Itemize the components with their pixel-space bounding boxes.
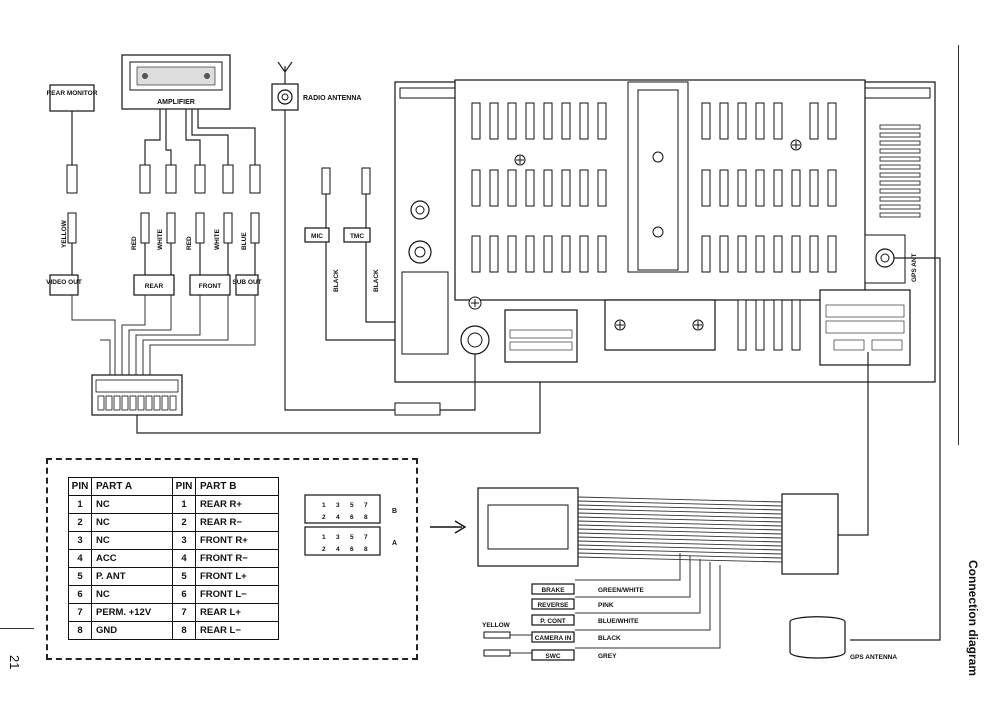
yellow-label: YELLOW — [61, 219, 68, 248]
rca-cables: YELLOW VIDEO OUT RED WHITE RED WHITE BLU… — [46, 109, 262, 375]
white-label-2: WHITE — [214, 228, 221, 250]
rear-monitor-label: REAR MONITOR — [47, 90, 98, 97]
pin-table-header: PIN PART A PIN PART B — [68, 477, 279, 496]
white-label-1: WHITE — [157, 228, 164, 250]
header-pin-b: PIN — [172, 477, 196, 496]
svg-text:6: 6 — [350, 514, 354, 521]
rca-connector-block — [91, 362, 541, 434]
page-number: 21 — [7, 655, 22, 670]
gps-ant-label: GPS ANT — [911, 253, 918, 282]
reverse-wire-label: REVERSE — [537, 602, 569, 609]
page-rule — [0, 628, 34, 629]
svg-text:1: 1 — [322, 534, 326, 541]
arrow-icon — [430, 520, 467, 534]
brake-wire-color: GREEN/WHITE — [598, 587, 645, 594]
header-part-a: PART A — [91, 477, 173, 496]
amplifier-label: AMPLIFIER — [157, 99, 195, 106]
brake-wire-label: BRAKE — [541, 587, 565, 594]
sub-out-label: SUB OUT — [232, 279, 261, 286]
svg-text:5: 5 — [350, 534, 354, 541]
rear-monitor: REAR MONITOR — [47, 84, 98, 112]
tmc-label: TMC — [350, 233, 364, 240]
black-label-2: BLACK — [373, 269, 380, 292]
gps-antenna: GPS ANTENNA — [789, 257, 941, 661]
page-title: Connection diagram — [966, 560, 980, 677]
head-unit-rear: GPS ANT — [394, 79, 936, 416]
side-rule — [958, 45, 959, 445]
pcont-wire-color: BLUE/WHITE — [598, 618, 639, 625]
main-harness: BRAKE GREEN/WHITE REVERSE PINK P. CONT B… — [477, 487, 839, 661]
amplifier: AMPLIFIER — [121, 54, 231, 110]
iso-connector-pinout: B A 1 3 5 7 2 4 6 8 1 3 5 7 2 4 6 8 — [304, 494, 397, 556]
svg-text:2: 2 — [322, 546, 326, 553]
svg-text:3: 3 — [336, 534, 340, 541]
pins-bottom: 1 3 5 7 2 4 6 8 — [322, 534, 368, 553]
header-pin-a: PIN — [68, 477, 92, 496]
red-label-2: RED — [186, 236, 193, 250]
connector-b-label: B — [392, 508, 397, 515]
svg-text:7: 7 — [364, 502, 368, 509]
mic-label: MIC — [311, 233, 323, 240]
svg-text:5: 5 — [350, 502, 354, 509]
svg-text:6: 6 — [350, 546, 354, 553]
header-part-b: PART B — [195, 477, 279, 496]
pin-table-frame — [46, 458, 418, 660]
svg-text:4: 4 — [336, 546, 340, 553]
iso-lead — [838, 352, 869, 536]
rear-label: REAR — [145, 283, 164, 290]
pcont-wire-label: P. CONT — [540, 618, 566, 625]
svg-text:8: 8 — [364, 546, 368, 553]
reverse-wire-color: PINK — [598, 602, 614, 609]
camera-in-wire-color: BLACK — [598, 635, 621, 642]
red-label-1: RED — [131, 236, 138, 250]
blue-label: BLUE — [241, 232, 248, 250]
camera-in-wire-label: CAMERA IN — [535, 635, 572, 642]
front-label: FRONT — [199, 283, 221, 290]
swc-wire-label: SWC — [545, 653, 560, 660]
radio-antenna-label: RADIO ANTENNA — [303, 95, 361, 102]
connector-a-label: A — [392, 540, 397, 547]
svg-text:8: 8 — [364, 514, 368, 521]
svg-text:1: 1 — [322, 502, 326, 509]
svg-text:2: 2 — [322, 514, 326, 521]
svg-text:7: 7 — [364, 534, 368, 541]
swc-wire-color: GREY — [598, 653, 617, 660]
gps-antenna-label: GPS ANTENNA — [850, 654, 897, 661]
pins-top: 1 3 5 7 2 4 6 8 — [322, 502, 368, 521]
svg-text:3: 3 — [336, 502, 340, 509]
camera-in-extra-label: YELLOW — [482, 622, 511, 629]
video-out-label: VIDEO OUT — [46, 279, 82, 286]
black-label-1: BLACK — [333, 269, 340, 292]
svg-text:4: 4 — [336, 514, 340, 521]
radio-antenna-jack: RADIO ANTENNA — [271, 61, 395, 411]
